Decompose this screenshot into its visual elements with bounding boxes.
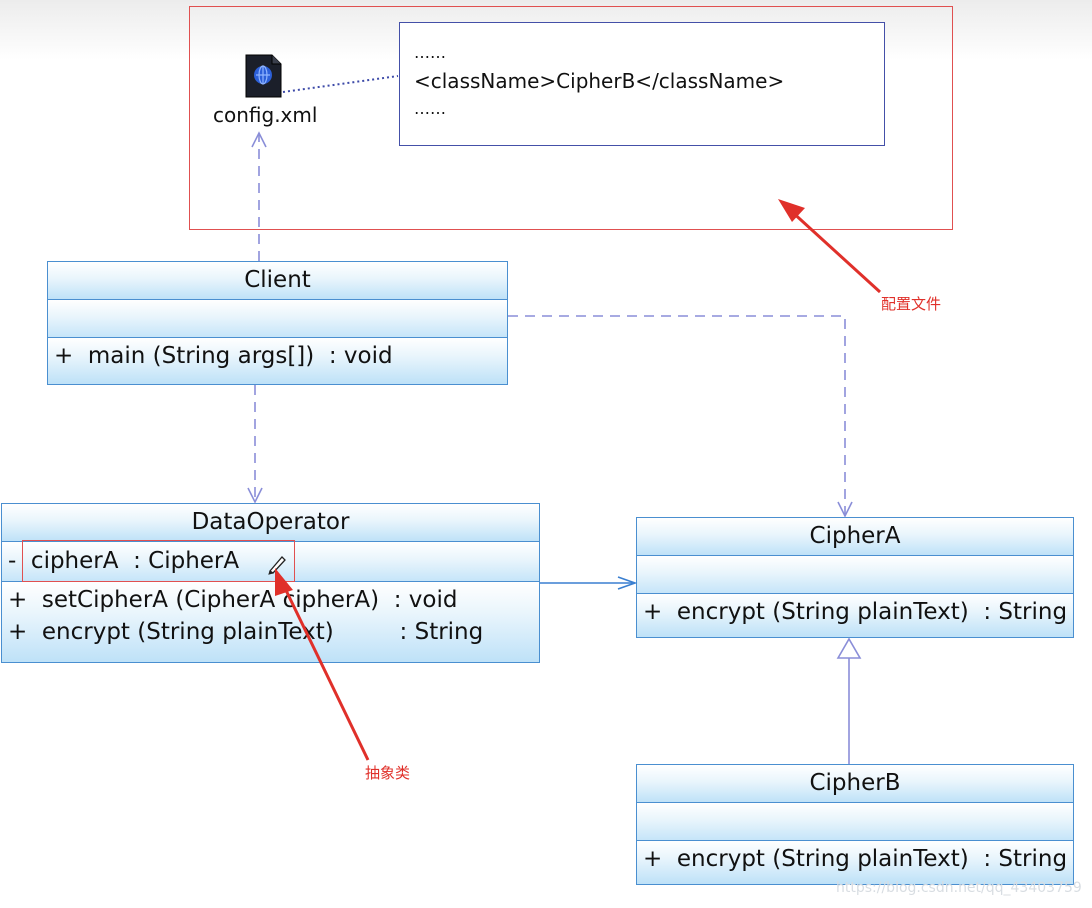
class-cipher-a[interactable]: CipherA + encrypt (String plainText) : S… xyxy=(636,517,1074,638)
config-note: …… <className>CipherB</className> …… xyxy=(399,22,885,146)
note-line: <className>CipherB</className> xyxy=(414,69,785,93)
config-file-label: config.xml xyxy=(213,103,318,127)
annotation-config-file: 配置文件 xyxy=(881,295,942,313)
attribute: - cipherA : CipherA xyxy=(8,548,240,574)
class-data-operator[interactable]: DataOperator - cipherA : CipherA + setCi… xyxy=(1,503,540,663)
annotation-arrow-abstract xyxy=(280,581,370,761)
class-attributes xyxy=(637,803,1073,841)
annotation-arrow-config xyxy=(788,208,882,294)
operation: + main (String args[]) : void xyxy=(54,343,393,369)
operation: + encrypt (String plainText) : String xyxy=(8,619,484,645)
class-operations: + main (String args[]) : void xyxy=(48,338,507,383)
class-operations: + setCipherA (CipherA cipherA) : void + … xyxy=(2,582,539,661)
class-name: DataOperator xyxy=(2,504,539,542)
annotation-arrowhead xyxy=(275,568,293,596)
class-operations: + encrypt (String plainText) : String xyxy=(637,594,1073,636)
dependency-arrowhead xyxy=(837,501,853,518)
attribute-highlight-box xyxy=(22,540,295,582)
dependency-arrowhead xyxy=(247,487,263,504)
annotation-abstract-class: 抽象类 xyxy=(365,764,411,782)
class-cipher-b[interactable]: CipherB + encrypt (String plainText) : S… xyxy=(636,764,1074,885)
config-highlight-box xyxy=(189,6,953,230)
class-attributes xyxy=(637,556,1073,594)
operation: + setCipherA (CipherA cipherA) : void xyxy=(8,587,458,613)
class-operations: + encrypt (String plainText) : String xyxy=(637,841,1073,883)
operation: + encrypt (String plainText) : String xyxy=(643,846,1068,872)
dependency-client-ciphera xyxy=(508,315,846,516)
operation: + encrypt (String plainText) : String xyxy=(643,599,1068,625)
note-link-line xyxy=(282,75,399,93)
class-attributes: - cipherA : CipherA xyxy=(2,542,539,582)
xml-file-icon xyxy=(244,53,284,99)
class-name: CipherB xyxy=(637,765,1073,803)
pen-cursor-icon xyxy=(266,553,288,575)
generalization-arrowhead xyxy=(836,637,862,659)
dependency-arrowhead xyxy=(251,131,267,148)
association-arrowhead xyxy=(617,576,638,590)
note-line: …… xyxy=(414,99,446,118)
class-name: CipherA xyxy=(637,518,1073,556)
note-line: …… xyxy=(414,43,446,62)
class-client[interactable]: Client + main (String args[]) : void xyxy=(47,261,508,385)
annotation-arrowhead xyxy=(778,199,805,222)
class-attributes xyxy=(48,300,507,338)
class-name: Client xyxy=(48,262,507,300)
watermark: https://blog.csdn.net/qq_43403759 xyxy=(836,880,1082,896)
